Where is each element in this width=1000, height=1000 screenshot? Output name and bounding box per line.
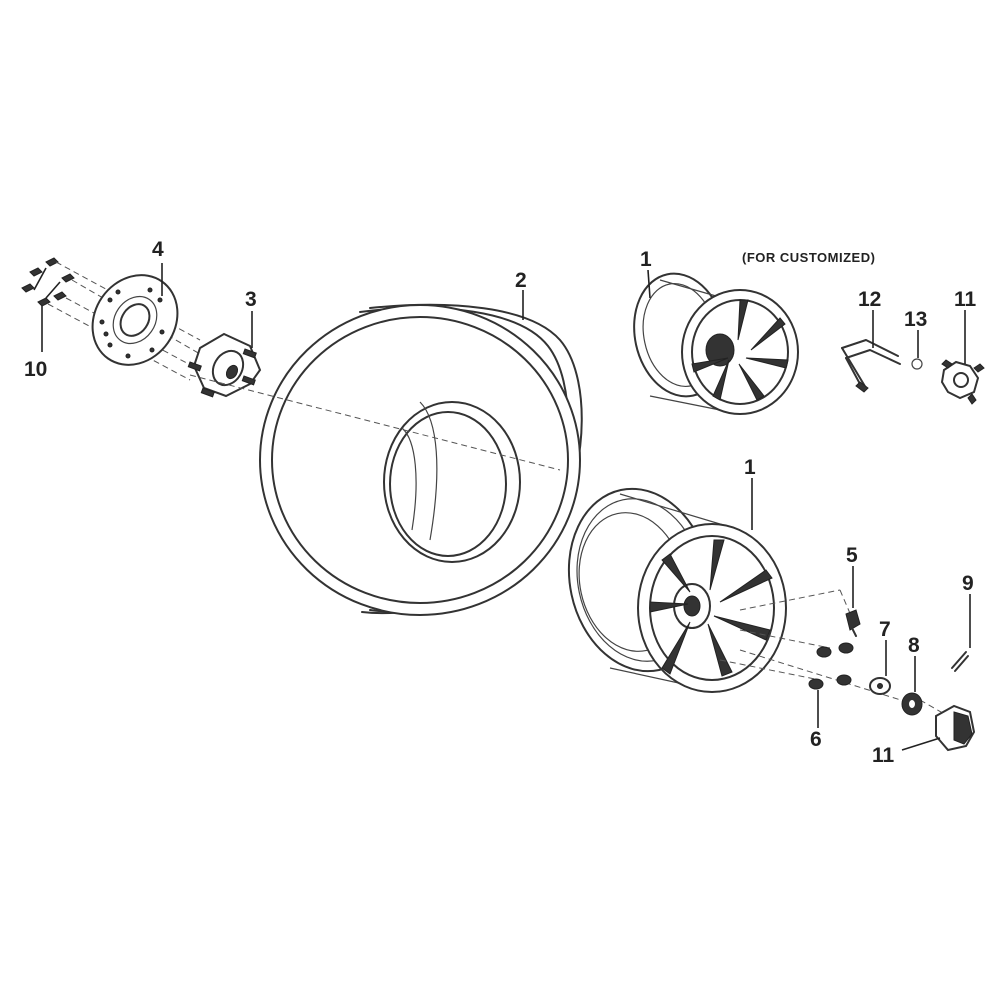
washer bbox=[869, 677, 891, 695]
cotter-pin bbox=[951, 651, 969, 672]
callout-12: 12 bbox=[858, 288, 881, 311]
callout-10: 10 bbox=[24, 358, 47, 381]
tire bbox=[189, 303, 583, 616]
wheel-hub bbox=[187, 332, 262, 398]
valve-stem bbox=[845, 609, 861, 637]
callout-11-bottom: 11 bbox=[872, 744, 895, 767]
callout-1-top: 1 bbox=[640, 248, 652, 271]
callout-3: 3 bbox=[245, 288, 257, 311]
castle-nut bbox=[901, 692, 923, 716]
callout-8: 8 bbox=[908, 634, 920, 657]
valve-bracket bbox=[841, 339, 901, 393]
callout-9: 9 bbox=[962, 572, 974, 595]
callout-4: 4 bbox=[152, 238, 164, 261]
callout-5: 5 bbox=[846, 544, 858, 567]
callout-1-bottom: 1 bbox=[744, 456, 756, 479]
callout-13: 13 bbox=[904, 308, 927, 331]
lug-nuts bbox=[808, 642, 854, 690]
hub-cap-top bbox=[940, 359, 985, 405]
rim-bottom bbox=[567, 487, 787, 693]
callout-11-top: 11 bbox=[954, 288, 977, 311]
callout-labels: 4 3 10 2 1 (FOR CUSTOMIZED) 12 13 11 1 5… bbox=[24, 238, 977, 767]
hub-cap-bottom bbox=[935, 704, 976, 752]
callout-7: 7 bbox=[879, 618, 891, 641]
brake-disc bbox=[91, 274, 179, 366]
rim-top bbox=[633, 272, 799, 415]
callout-2: 2 bbox=[515, 269, 527, 292]
leader-lines bbox=[41, 263, 971, 751]
callout-6: 6 bbox=[810, 728, 822, 751]
disc-bolts bbox=[21, 257, 75, 307]
o-ring bbox=[911, 358, 923, 370]
customized-note: (FOR CUSTOMIZED) bbox=[742, 250, 875, 265]
